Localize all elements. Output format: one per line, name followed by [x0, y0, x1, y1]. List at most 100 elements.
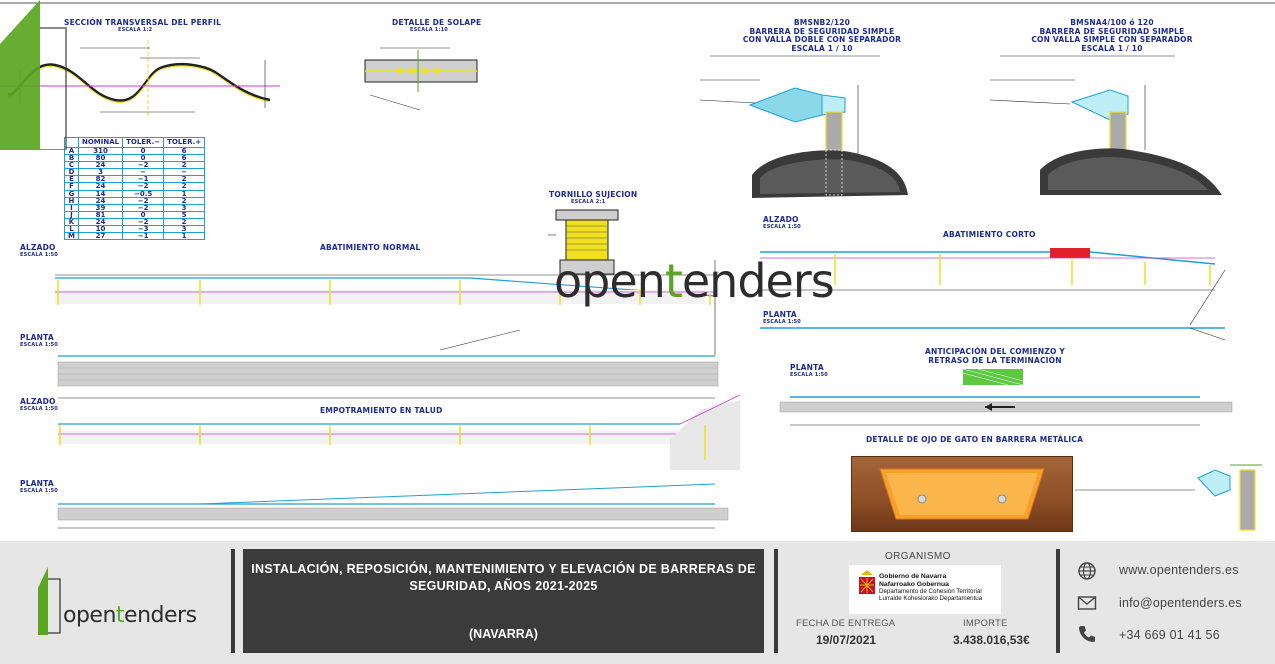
organism-logo: Gobierno de Navarra Nafarroako Gobernua … — [849, 565, 1001, 614]
label-anticipacion: ANTICIPACIÓN DEL COMIENZO Y RETRASO DE L… — [900, 347, 1090, 365]
label-abatimiento-normal: ABATIMIENTO NORMAL — [320, 243, 421, 252]
watermark-text-a: open — [554, 254, 666, 308]
label-alzado-3-scale: ESCALA 1:50 — [763, 224, 801, 230]
divider-left — [231, 549, 235, 653]
table-cell: 2 — [163, 161, 206, 170]
phone-icon — [1079, 626, 1095, 642]
logo-text-c: enders — [124, 603, 197, 628]
table-cell: 39 — [77, 203, 124, 212]
table-cell: 2 — [163, 182, 206, 191]
table-cell: 24 — [77, 182, 124, 191]
phone-link[interactable]: +34 669 01 41 56 — [1119, 628, 1220, 642]
organism-label: ORGANISMO — [885, 551, 951, 562]
bmsnb-code: BMSNB2/120 — [793, 18, 851, 27]
table-cell: 14 — [77, 189, 124, 198]
globe-icon — [1078, 562, 1096, 580]
opentenders-logo-icon — [38, 567, 61, 635]
label-alzado-1-scale: ESCALA 1:50 — [20, 252, 58, 258]
alzado-abatimiento-normal — [55, 260, 716, 355]
org-line2: Nafarroako Gobernua — [879, 580, 949, 588]
label-ojo-gato: DETALLE DE OJO DE GATO EN BARRERA METÁLI… — [866, 435, 1084, 444]
table-cell: 10 — [77, 225, 124, 234]
logo-text-a: open — [63, 603, 116, 628]
label-planta-4: PLANTA — [790, 363, 824, 372]
watermark-text-b: t — [664, 254, 683, 308]
amount-value: 3.438.016,53€ — [953, 633, 1030, 647]
anticipacion-line1: ANTICIPACIÓN DEL COMIENZO Y — [925, 347, 1065, 356]
bmsnb-scale: ESCALA 1 / 10 — [791, 43, 853, 53]
organism-department: Departamento de Cohesión Territorial Lur… — [879, 588, 982, 602]
abatimiento-corto — [760, 248, 1226, 341]
website-link[interactable]: www.opentenders.es — [1119, 563, 1239, 577]
bmsnb-detail — [699, 55, 908, 198]
tender-title: INSTALACIÓN, REPOSICIÓN, MANTENIMIENTO Y… — [251, 562, 756, 593]
bmsna-scale: ESCALA 1 / 10 — [1081, 43, 1143, 53]
table-header-row: NOMINAL TOLER.− TOLER.+ — [64, 137, 206, 148]
email-icon — [1077, 596, 1097, 610]
table-cell: 3 — [163, 203, 206, 212]
divider-right — [1056, 549, 1060, 653]
label-overlap-scale: ESCALA 1:10 — [410, 27, 448, 33]
table-cell: −2 — [122, 182, 165, 191]
table-cell: F — [64, 182, 79, 191]
table-cell: 5 — [163, 210, 206, 219]
cat-eye-reflector-photo — [851, 456, 1073, 532]
table-cell: 310 — [77, 146, 124, 156]
label-alzado-2-scale: ESCALA 1:50 — [20, 406, 58, 412]
table-cell: 80 — [77, 154, 124, 163]
alzado-empotramiento — [58, 394, 741, 470]
table-cell: 2 — [163, 175, 206, 184]
label-tornillo-scale: ESCALA 2:1 — [571, 199, 606, 205]
reflector-shape — [879, 468, 1045, 520]
organism-name: Gobierno de Navarra Nafarroako Gobernua — [879, 573, 949, 588]
email-link[interactable]: info@opentenders.es — [1119, 596, 1242, 610]
technical-drawing: SECCIÓN TRANSVERSAL DEL PERFIL ESCALA 1:… — [0, 0, 1275, 532]
table-cell: 24 — [77, 217, 124, 227]
label-planta-4-scale: ESCALA 1:50 — [790, 372, 828, 378]
org-line1: Gobierno de Navarra — [879, 573, 947, 580]
planta-2 — [57, 483, 729, 529]
tender-title-box: INSTALACIÓN, REPOSICIÓN, MANTENIMIENTO Y… — [243, 549, 764, 653]
tender-region: (NAVARRA) — [469, 627, 538, 641]
table-cell: 2 — [163, 217, 206, 227]
table-cell: −1 — [122, 232, 165, 241]
label-planta-3: PLANTA — [763, 310, 797, 319]
anticipacion-line2: RETRASO DE LA TERMINACIÓN — [928, 355, 1062, 365]
cross-section-profile — [0, 40, 280, 118]
anticipacion — [779, 368, 1233, 426]
table-cell: 3 — [163, 225, 206, 234]
bmsnb-line2: CON VALLA DOBLE CON SEPARADOR — [742, 35, 902, 45]
table-cell: 27 — [77, 232, 124, 241]
table-cell: − — [163, 168, 206, 177]
label-abatimiento-corto: ABATIMIENTO CORTO — [943, 230, 1036, 239]
label-alzado-3: ALZADO — [763, 215, 799, 224]
label-tornillo: TORNILLO SUJECION — [549, 190, 638, 199]
watermark-text: opentenders — [554, 254, 835, 308]
label-planta-3-scale: ESCALA 1:50 — [763, 319, 801, 325]
bmsna-line1: BARRERA DE SEGURIDAD SIMPLE — [1039, 26, 1185, 36]
org-line3: Departamento de Cohesión Territorial — [879, 588, 982, 595]
divider-middle — [774, 549, 778, 653]
label-bmsnb: BMSNB2/120 BARRERA DE SEGURIDAD SIMPLE C… — [722, 18, 922, 54]
table-cell: 24 — [77, 196, 124, 205]
label-alzado-1: ALZADO — [20, 243, 56, 252]
table-cell: 24 — [77, 161, 124, 170]
bmsnb-line1: BARRERA DE SEGURIDAD SIMPLE — [749, 26, 895, 36]
bmsna-code: BMSNA4/100 ó 120 — [1070, 18, 1154, 27]
label-bmsna: BMSNA4/100 ó 120 BARRERA DE SEGURIDAD SI… — [1012, 18, 1212, 54]
ojo-gato-section — [1075, 464, 1262, 531]
table-cell: 81 — [77, 210, 124, 219]
label-planta-2-scale: ESCALA 1:50 — [20, 488, 58, 494]
